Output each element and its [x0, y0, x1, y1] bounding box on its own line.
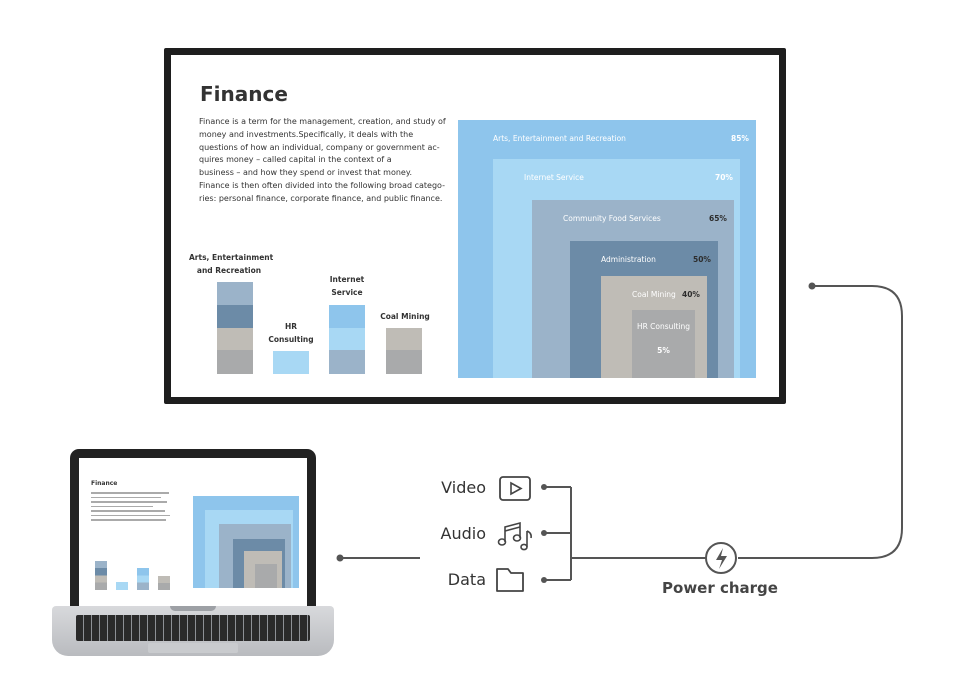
funnel-label: Community Food Services — [563, 214, 661, 223]
folder-icon — [496, 568, 524, 592]
data-label: Data — [447, 570, 486, 589]
body-line: money and investments.Specifically, it d… — [199, 129, 414, 139]
laptop-slide-text — [91, 492, 171, 524]
bar-segment — [329, 328, 365, 350]
bar-label-internet: Internet Service — [329, 275, 365, 297]
laptop-base — [52, 606, 334, 656]
bar-segment — [217, 282, 253, 305]
monitor-cable — [738, 285, 903, 559]
lightning-icon — [716, 548, 727, 569]
video-icon — [499, 476, 531, 501]
laptop-funnel-step — [254, 563, 278, 588]
audio-label: Audio — [440, 524, 486, 543]
laptop-keyboard — [76, 615, 310, 641]
funnel-value: 5% — [657, 346, 670, 355]
bar-segment — [217, 305, 253, 328]
laptop: Finance — [70, 449, 316, 615]
bar-segment — [386, 350, 422, 374]
funnel-label: Coal Mining — [632, 290, 676, 299]
funnel-step — [632, 310, 695, 378]
body-line: quires money – called capital in the con… — [199, 155, 392, 165]
bar-segment — [386, 328, 422, 350]
bar-label-coal: Coal Mining — [380, 312, 430, 321]
bar-segment — [217, 350, 253, 374]
body-line: Finance is then often divided into the f… — [199, 180, 445, 190]
bar-segment — [217, 328, 253, 350]
laptop-bar — [137, 568, 149, 590]
video-label: Video — [441, 478, 486, 497]
laptop-bar — [116, 582, 128, 590]
funnel-label: Arts, Entertainment and Recreation — [493, 134, 626, 143]
funnel-label: Administration — [601, 255, 656, 264]
slide-title: Finance — [200, 82, 288, 106]
music-icon — [497, 521, 532, 551]
funnel-value: 85% — [731, 134, 749, 143]
funnel-value: 70% — [715, 173, 733, 182]
bar-label-hr: HR Consulting — [268, 322, 314, 344]
laptop-screen: Finance — [79, 458, 307, 607]
laptop-touchpad — [148, 643, 238, 653]
bar-label-arts: Arts, Entertainment and Recreation — [189, 253, 274, 275]
monitor-screen: Finance Finance is a term for the manage… — [171, 55, 779, 397]
laptop-bar — [95, 561, 107, 590]
funnel-value: 40% — [682, 290, 700, 299]
laptop-notch — [170, 606, 216, 611]
slide-body: Finance is a term for the management, cr… — [199, 116, 446, 206]
bar-segment — [273, 351, 309, 374]
body-line: business – and how they spend or invest … — [199, 168, 412, 178]
body-line: Finance is a term for the management, cr… — [199, 117, 446, 126]
funnel-value: 65% — [709, 214, 727, 223]
body-line: ries: personal finance, corporate financ… — [199, 193, 443, 203]
power-charge-label: Power charge — [662, 579, 778, 597]
monitor: Finance Finance is a term for the manage… — [164, 48, 786, 404]
laptop-bar — [158, 576, 170, 590]
funnel-value: 50% — [693, 255, 711, 264]
laptop-slide-title: Finance — [91, 480, 118, 487]
bar-segment — [329, 350, 365, 374]
bar-segment — [329, 305, 365, 328]
body-line: questions of how an individual, company … — [199, 142, 440, 152]
funnel-label: HR Consulting — [636, 322, 691, 331]
funnel-label: Internet Service — [524, 173, 584, 182]
